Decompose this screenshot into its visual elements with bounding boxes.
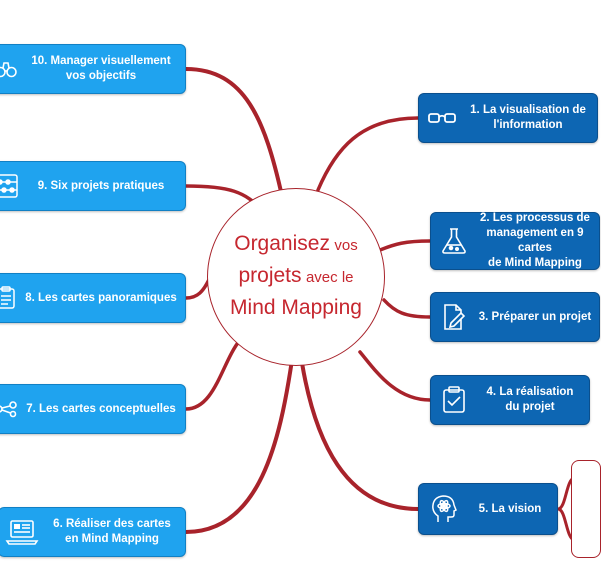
connected-nodes-icon: [0, 401, 23, 418]
branch-line-10: [184, 67, 284, 198]
topic-label: 9. Six projets pratiques: [37, 179, 165, 192]
topic-2-management-processes[interactable]: 2. Les processus de management en 9 cart…: [430, 212, 600, 270]
central-title-line-3: Mind Mapping: [230, 293, 362, 325]
branch-line-3: [382, 298, 432, 319]
flask-icon: [431, 227, 477, 255]
laptop-icon: [0, 519, 45, 545]
topic-7-concept-maps[interactable]: 7. Les cartes conceptuelles: [0, 384, 186, 434]
branch-line-4: [358, 350, 432, 402]
central-title-line-2: projets avec le: [238, 261, 353, 293]
central-title-word: Mind Mapping: [230, 296, 362, 319]
topic-label: 10. Manager visuellement vos objectifs: [31, 55, 171, 82]
topic-3-prepare-project[interactable]: 3. Préparer un projet: [430, 292, 600, 342]
branch-line-7: [184, 338, 242, 411]
topic-10-manage-objectives[interactable]: 10. Manager visuellement vos objectifs: [0, 44, 186, 94]
topic-label: 6. Réaliser des cartes en Mind Mapping: [53, 518, 171, 545]
binoculars-icon: [0, 60, 23, 78]
glasses-icon: [419, 111, 465, 125]
central-title-word: Organisez: [234, 232, 330, 255]
abacus-icon: [0, 173, 23, 199]
topic-5-vision[interactable]: 5. La vision: [418, 483, 558, 535]
topic-label: 3. Préparer un projet: [478, 310, 592, 323]
mind-map: Organisez vos projets avec le Mind Mappi…: [0, 44, 601, 558]
document-pen-icon: [431, 303, 477, 331]
central-title-word: vos: [334, 237, 358, 254]
clipboard-list-icon: [0, 286, 23, 310]
topic-label: 5. La vision: [478, 502, 542, 515]
central-topic[interactable]: Organisez vos projets avec le Mind Mappi…: [207, 188, 385, 366]
topic-6-create-maps[interactable]: 6. Réaliser des cartes en Mind Mapping: [0, 507, 186, 557]
topic-label: 8. Les cartes panoramiques: [25, 291, 177, 304]
topic-label: 7. Les cartes conceptuelles: [26, 402, 176, 415]
topic-label: 1. La visualisation de l'information: [470, 104, 586, 131]
branch-line-6: [184, 358, 294, 534]
vision-sub-branch-box: [571, 460, 601, 558]
central-title-word: projets: [238, 264, 302, 287]
central-title-word: avec le: [305, 269, 354, 286]
head-atom-icon: [419, 494, 469, 524]
topic-9-six-projects[interactable]: 9. Six projets pratiques: [0, 161, 186, 211]
branch-line-1: [316, 116, 420, 192]
branch-line-2: [378, 239, 432, 252]
topic-8-panoramic-maps[interactable]: 8. Les cartes panoramiques: [0, 273, 186, 323]
topic-label: 2. Les processus de management en 9 cart…: [480, 212, 590, 269]
topic-1-visualisation[interactable]: 1. La visualisation de l'information: [418, 93, 598, 143]
branch-lines: [184, 67, 576, 542]
topic-label: 4. La réalisation du projet: [486, 386, 574, 413]
clipboard-check-icon: [431, 386, 477, 414]
branch-line-5: [300, 361, 420, 511]
topic-4-project-realisation[interactable]: 4. La réalisation du projet: [430, 375, 590, 425]
central-title-line-1: Organisez vos: [234, 229, 358, 261]
